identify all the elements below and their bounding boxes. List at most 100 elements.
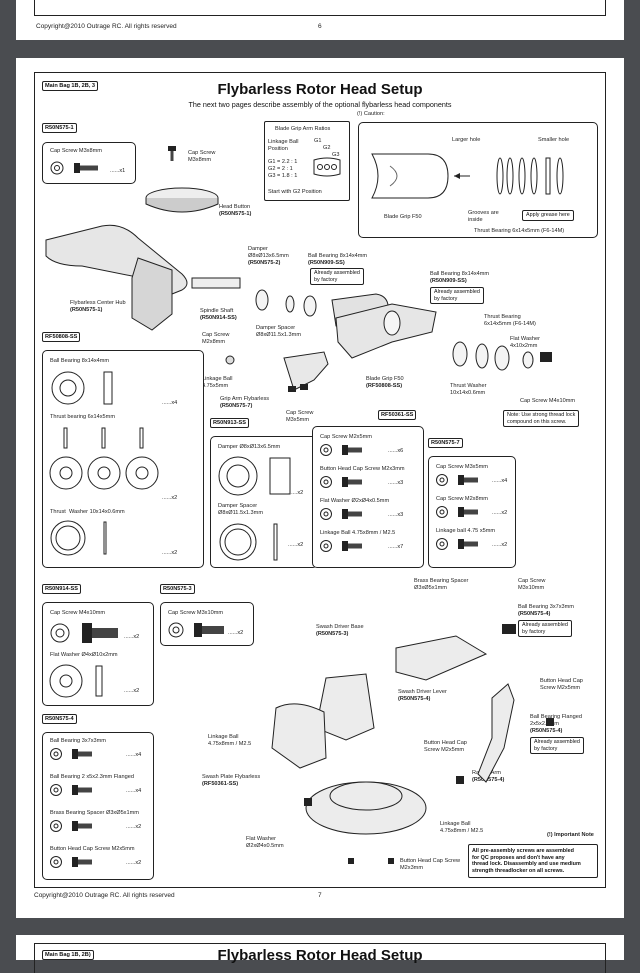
flat-washer-label: Flat Washer 4x10x2mm [510,336,540,349]
item-label: Flat Washer Ø2xØ4x0.5mm [320,498,390,504]
blade-grip-label: Blade Grip F50 [384,214,422,220]
blade-grip-part [335,303,437,359]
footer-copyright: Copyright@2010 Outrage RC. All rights re… [34,892,175,899]
already-assembled-note: Already assembled by factory [430,287,484,305]
qty: ......x4 [492,478,508,484]
important-note-heading: (!) Important Note [547,832,594,838]
swash-driver-base-code: (R50N575-3) [316,631,349,637]
ball-bearing-right-label: Ball Bearing 8x14x4mm [430,271,490,277]
cap-screw-m3x10-icon [168,622,224,638]
g2-label: G2 [323,145,331,151]
head-button-code: (R50N575-1) [219,211,252,217]
spindle-label: Spindle Shaft [200,308,234,314]
larger-hole-label: Larger hole [452,137,481,143]
smaller-hole-label: Smaller hole [538,137,570,143]
qty: ......x3 [388,512,404,518]
item-label: Damper Spacer Ø8xØ11.5x1.3mm [218,503,263,516]
item-label: Brass Bearing Spacer Ø3xØ5x1mm [50,810,139,816]
thrust-bearing-label: Thrust Bearing 6x14x5mm (F6-14M) [474,228,565,234]
parts-box-rf50808 [42,350,204,568]
part-icon [320,540,362,552]
spindle-code: (R50N914-SS) [200,315,237,321]
item-label: Cap Screw M4x10mm [50,610,106,616]
ball-bearing-flanged-code: (R50N575-4) [530,728,563,734]
part-icon [436,506,478,518]
part-icon [436,474,478,486]
item-label: Cap Screw M3x8mm [50,148,102,154]
cap-screw-m4x10-label: Cap Screw M4x10mm [520,398,576,404]
footer-page-number: 7 [318,892,322,899]
qty: ......x2 [162,550,178,556]
grip-arm-label: Grip Arm Flybarless [220,396,270,402]
qty: ......x2 [288,490,304,496]
qty: ......x2 [126,824,142,830]
tag-r50n575-3: R50N575-3 [160,584,195,594]
already-assembled-note: Already assembled by factory [310,268,364,286]
page-frame [34,943,606,973]
item-label: Linkage Ball 4.75x8mm / M2.5 [320,530,396,536]
qty: ......x7 [388,544,404,550]
flybarless-center-hub-part [45,224,241,331]
button-head-label: Button Head Cap Screw M2x5mm [424,740,467,753]
parts-box-r50n914 [42,602,154,706]
page-frame [34,72,606,888]
tag-rf50361: RF50361-SS [378,410,417,420]
button-head-label: Button Head Cap Screw M2x5mm [540,678,583,691]
center-hub-label: Flybarless Center Hub [70,300,126,306]
part-icon [436,538,478,550]
ratio-title: Blade Grip Arm Ratios [275,126,331,132]
damper-label: Damper Ø8xØ13x6.5mm [248,246,289,259]
cap-screw-m4x10-icon [50,623,118,643]
part-icon [50,856,92,868]
footer-page-number: 6 [318,23,322,30]
item-label: Ball Bearing 8x14x4mm [50,358,110,364]
qty: ......x4 [126,752,142,758]
tag-r50n575-4: R50N575-4 [42,714,77,724]
swash-assembly-diagram [271,624,554,864]
swash-plate-label: Swash Plate Flybarless [202,774,261,780]
parts-box-rf50361 [312,426,424,568]
footer-copyright: Copyright@2010 Outrage RC. All rights re… [36,23,177,30]
item-label: Button Head Cap Screw M2x5mm [50,846,135,852]
ball-bearing-3x7-label: Ball Bearing 3x7x3mm [518,604,574,610]
page-title: Flybarless Rotor Head Setup [217,81,423,98]
previous-page: Copyright@2010 Outrage RC. All rights re… [16,0,624,40]
part-icon [320,444,362,456]
thread-lock-note: Note: Use strong thread lock compound on… [503,410,580,428]
tag-r50n913: R50N913-SS [210,418,249,428]
thrust-bearing-icon [49,427,159,490]
item-label: Thrust bearing 6x14x5mm [50,414,115,420]
blade-grip-label: Blade Grip F50 [366,376,404,382]
qty: ......x2 [124,634,140,640]
part-icon [50,784,92,796]
tag-r50n575-1: R50N575-1 [42,123,77,133]
caution-label: (!) Caution: [357,111,385,117]
blade-grip-bearing-diagram [371,153,564,199]
qty: ......x6 [388,448,404,454]
page-subtitle: The next two pages describe assembly of … [188,100,452,109]
ball-bearing-code: (R50N909-SS) [308,260,345,266]
bearing-washer-stack [452,341,552,371]
grip-arm-part [225,351,329,392]
qty: ......x2 [162,495,178,501]
damper-code: (R50N575-2) [248,260,281,266]
thrust-washer-label: Thrust Washer 10x14x0.6mm [450,383,487,396]
cap-screw-icon [168,146,176,161]
item-label: Linkage ball 4.75 x5mm [436,528,496,534]
already-assembled-note: Already assembled by factory [518,620,572,638]
page-title: Flybarless Rotor Head Setup [217,947,423,964]
washer-screw-icon [50,161,98,175]
linkage-position-label: Linkage Ball Position [268,139,299,152]
item-label: Cap Screw M2x5mm [320,434,372,440]
grip-arm-holes-icon [313,157,341,177]
damper-spacer-label: Damper Spacer Ø8xØ11.5x1.3mm [256,325,301,338]
blade-grip-code: (RF50808-SS) [366,383,403,389]
qty: ......x2 [124,688,140,694]
grip-arm-code: (R50N575-7) [220,403,253,409]
item-label: Cap Screw M2x8mm [436,496,488,502]
ball-bearing-flanged-label: Ball Bearing Flanged 2x5x2.3mm [530,714,582,727]
item-label: Damper Ø8xØ13x6.5mm [218,444,281,450]
grooves-label: Grooves are inside [468,210,499,223]
damper-icon [218,456,291,496]
ball-bearing-label: Ball Bearing 8x14x4mm [308,253,368,259]
